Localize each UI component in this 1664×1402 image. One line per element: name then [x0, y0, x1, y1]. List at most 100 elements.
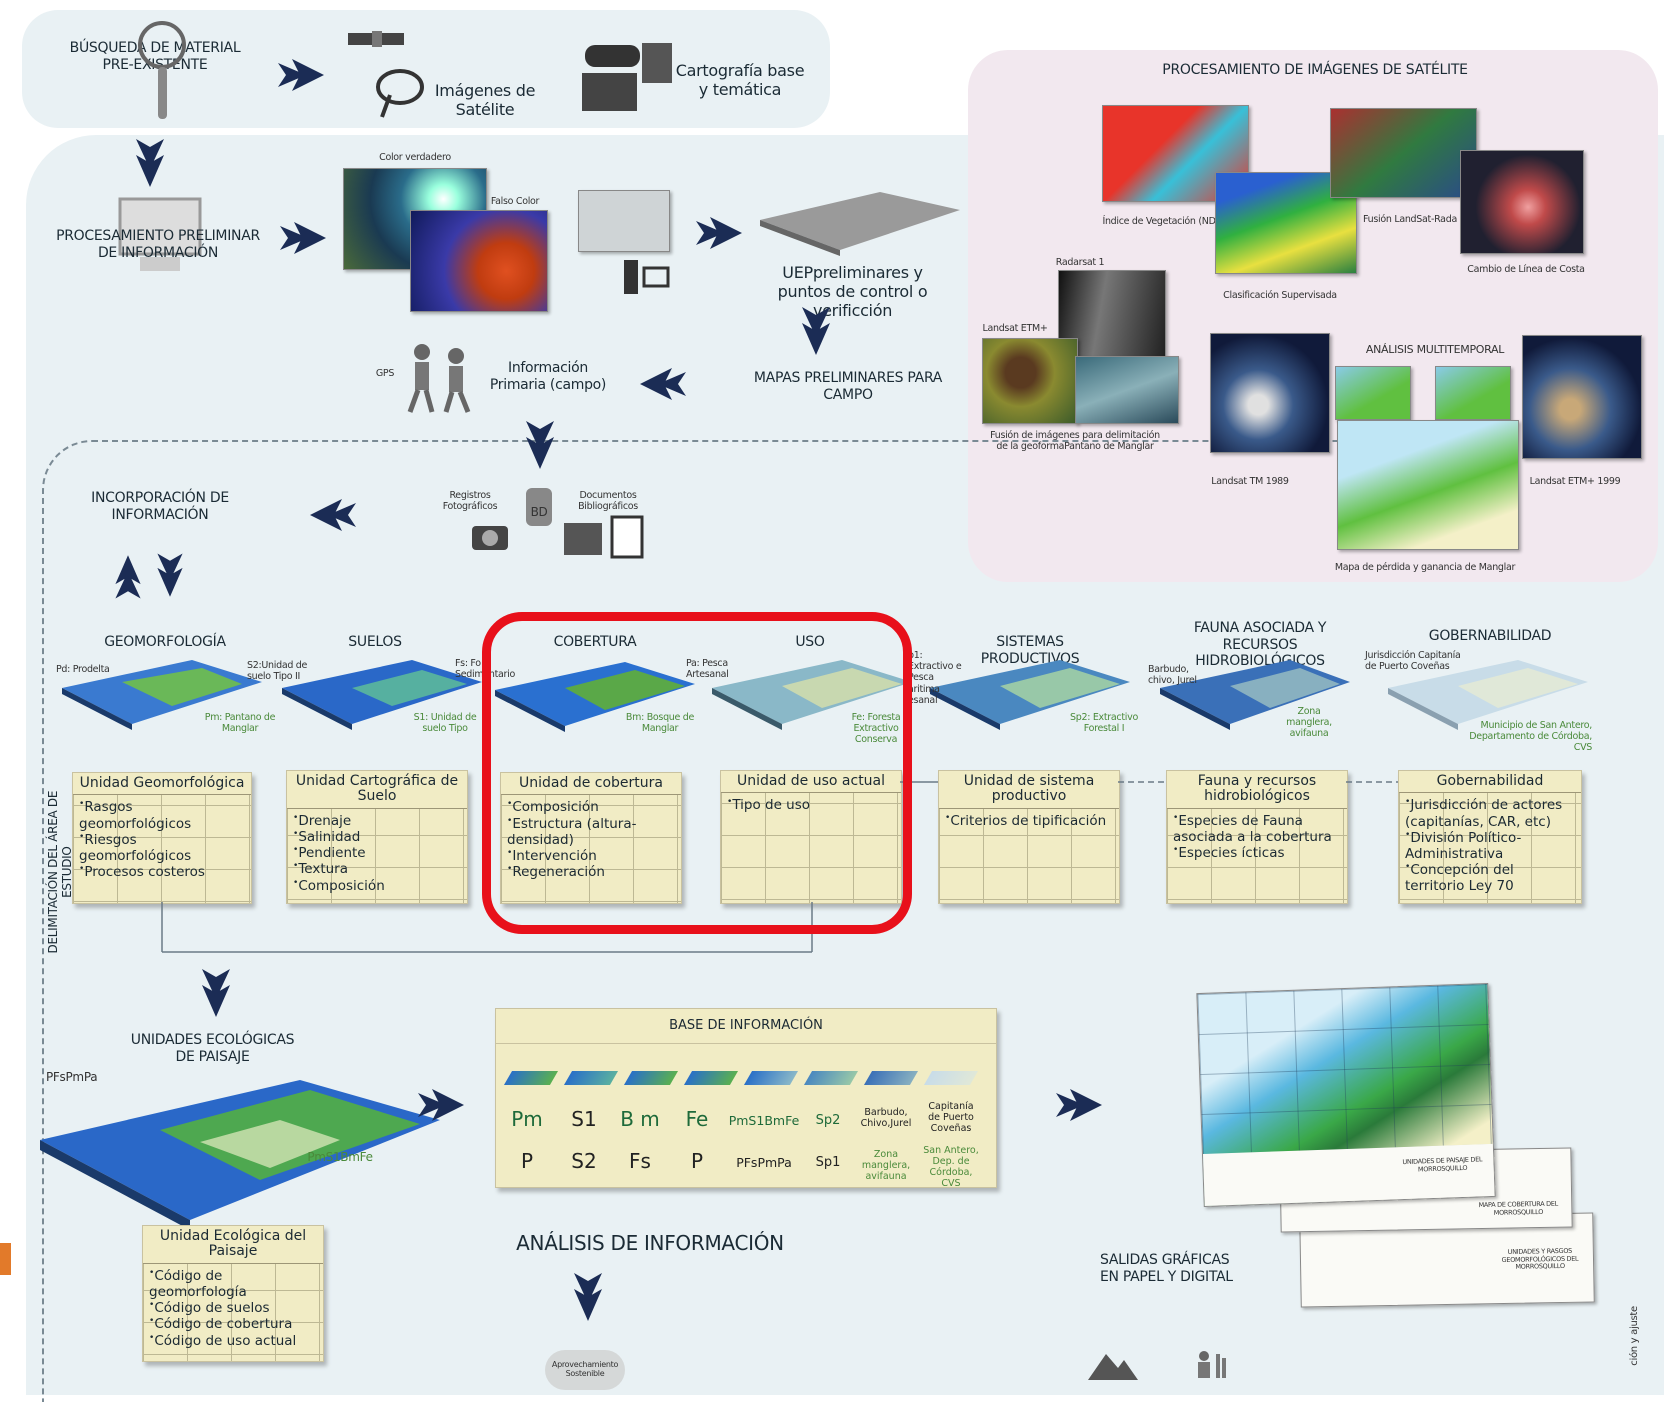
- cambio-image: [1460, 150, 1584, 254]
- map-grid: [1197, 984, 1493, 1155]
- satellite-icon: [340, 25, 430, 125]
- list-item: Especies ícticas: [1173, 845, 1341, 861]
- info-primaria-label: Información Primaria (campo): [489, 360, 607, 393]
- base-cell: B m: [620, 1107, 660, 1131]
- clasificacion-label: Clasificación Supervisada: [1223, 290, 1337, 301]
- landsat-tm-image: [1210, 333, 1330, 453]
- base-cell: PmS1BmFe: [728, 1113, 800, 1128]
- multitemporal-label: ANÁLISIS MULTITEMPORAL: [1365, 343, 1505, 356]
- radarsat-image: [1058, 270, 1166, 357]
- multitemporal-map-1: [1335, 366, 1411, 420]
- card-title: Gobernabilidad: [1399, 771, 1581, 794]
- theme-card: Unidad de sistema productivo Criterios d…: [938, 770, 1120, 904]
- right-edge-label: ción y ajuste: [1629, 1306, 1641, 1366]
- plate-label: S1: Unidad de suelo Tipo: [413, 712, 477, 735]
- plate-label: Barbudo, chivo, Jurel: [1148, 664, 1197, 687]
- mapas-prelim-label: MAPAS PRELIMINARES PARA CAMPO: [753, 370, 943, 403]
- down-arrow-icon: [136, 139, 164, 187]
- down-arrow-icon: [526, 421, 554, 469]
- fusion-desc-label: Fusión de imágenes para delimitación de …: [990, 430, 1160, 453]
- card-title: Unidad de uso actual: [721, 771, 901, 794]
- incorp-title: INCORPORACIÓN DE INFORMACIÓN: [91, 490, 229, 523]
- map-title: UNIDADES Y RASGOS GEOMORFOLÓGICOS DEL MO…: [1501, 1246, 1579, 1272]
- theme-card: Unidad Cartográfica de Suelo DrenajeSali…: [286, 770, 468, 904]
- list-item: Composición: [293, 878, 461, 894]
- salidas-label: SALIDAS GRÁFICAS EN PAPEL Y DIGITAL: [1100, 1252, 1233, 1285]
- landsat-etm-image: [982, 338, 1078, 424]
- theme-title: COBERTURA: [553, 634, 637, 650]
- theme-card: Unidad Geomorfológica Rasgos geomorfológ…: [72, 772, 252, 904]
- color-verdadero-label: Color verdadero: [379, 152, 451, 163]
- geomorfologia-map-plate: [62, 660, 262, 730]
- list-item: Pendiente: [293, 845, 461, 861]
- down-arrow-icon: [802, 307, 830, 355]
- theme-title: USO: [795, 634, 825, 650]
- base-title: BASE DE INFORMACIÓN: [496, 1009, 996, 1045]
- fauna-map-plate: [1160, 660, 1350, 730]
- list-item: Composición: [507, 799, 675, 815]
- map-title: UNIDADES DE PAISAJE DEL MORROSQUILLO: [1402, 1155, 1483, 1174]
- thumb-plate: [683, 1071, 739, 1085]
- plate-label: Municipio de San Antero, Departamento de…: [1469, 720, 1592, 754]
- hikers-icon: [400, 340, 480, 415]
- plate-label: Pd: Prodelta: [56, 664, 110, 675]
- imagenes-label: Imágenes de Satélite: [434, 81, 536, 119]
- suelos-map-plate: [282, 660, 482, 730]
- card-title: Unidad de cobertura: [501, 773, 681, 796]
- ueco-card: Unidad Ecológica del Paisaje Código de g…: [142, 1225, 324, 1362]
- card-list: Criterios de tipificación: [939, 809, 1119, 833]
- card-list: Rasgos geomorfológicosRiesgos geomorfoló…: [73, 795, 251, 884]
- multitemporal-map-2: [1435, 366, 1511, 420]
- thumb-plate: [863, 1071, 919, 1085]
- theme-card: Fauna y recursos hidrobiológicos Especie…: [1166, 770, 1348, 904]
- documents-icon: [560, 515, 650, 560]
- thumb-plate: [803, 1071, 859, 1085]
- thumb-plate: [623, 1071, 679, 1085]
- cartografia-label: Cartografía base y temática: [675, 61, 805, 99]
- orange-marker: [0, 1243, 11, 1275]
- output-map-1: UNIDADES DE PAISAJE DEL MORROSQUILLO: [1196, 982, 1496, 1208]
- base-cell: Zona manglera, avifauna: [861, 1149, 911, 1182]
- false-color-image: [410, 210, 548, 312]
- plate-label: Sp2: Extractivo Forestal I: [1070, 712, 1138, 735]
- list-item: Textura: [293, 861, 461, 877]
- sistemas-map-plate: [930, 660, 1130, 730]
- landsat-etm-label: Landsat ETM+: [982, 323, 1048, 334]
- thumb-plate: [743, 1071, 799, 1085]
- right-arrow-icon: [278, 59, 324, 91]
- card-list: Código de geomorfologíaCódigo de suelosC…: [143, 1264, 323, 1353]
- list-item: Estructura (altura-densidad): [507, 816, 675, 848]
- camera-icon: [470, 520, 510, 552]
- loss-gain-map: [1337, 420, 1519, 550]
- fusion-landsat-label: Fusión LandSat-Rada: [1363, 214, 1457, 225]
- theme-title: SISTEMAS PRODUCTIVOS: [980, 634, 1080, 667]
- dashed-border: [42, 440, 1634, 1402]
- list-item: Rasgos geomorfológicos: [79, 799, 245, 831]
- right-arrow-icon: [1056, 1089, 1102, 1121]
- list-item: Jurisdicción de actores (capitanías, CAR…: [1405, 797, 1575, 829]
- base-cell: Fs: [629, 1149, 651, 1173]
- list-item: Criterios de tipificación: [945, 813, 1113, 829]
- landsat-tm-label: Landsat TM 1989: [1211, 476, 1289, 487]
- falso-color-label: Falso Color: [490, 196, 540, 207]
- card-title: Fauna y recursos hidrobiológicos: [1167, 771, 1347, 809]
- down-arrow-icon: [202, 969, 230, 1017]
- mapa-perdida-label: Mapa de pérdida y ganancia de Manglar: [1334, 562, 1516, 573]
- theme-card: Unidad de cobertura ComposiciónEstructur…: [500, 772, 682, 904]
- card-list: Jurisdicción de actores (capitanías, CAR…: [1399, 793, 1581, 898]
- card-title: Unidad Cartográfica de Suelo: [287, 771, 467, 809]
- list-item: Código de cobertura: [149, 1316, 317, 1332]
- map-title: MAPA DE COBERTURA DEL MORROSQUILLO: [1478, 1199, 1559, 1217]
- list-item: Concepción del territorio Ley 70: [1405, 862, 1575, 894]
- plate-label: p1: Extractivo e Pesca aritima esanal: [908, 650, 962, 706]
- plate-label: Fe: Foresta Extractivo Conserva: [851, 712, 901, 746]
- list-item: Especies de Fauna asociada a la cobertur…: [1173, 813, 1341, 845]
- theme-card: Unidad de uso actual Tipo de uso: [720, 770, 902, 904]
- base-cell: PFsPmPa: [736, 1155, 792, 1170]
- right-arrow-icon: [280, 222, 326, 254]
- down-arrow-icon: [574, 1273, 602, 1321]
- theme-title: GOBERNABILIDAD: [1428, 628, 1552, 644]
- registros-label: Registros Fotográficos: [442, 490, 498, 513]
- base-cell: San Antero, Dep. de Córdoba, CVS: [923, 1145, 979, 1189]
- ueco-plate-label: PmS1BmFe: [307, 1150, 373, 1164]
